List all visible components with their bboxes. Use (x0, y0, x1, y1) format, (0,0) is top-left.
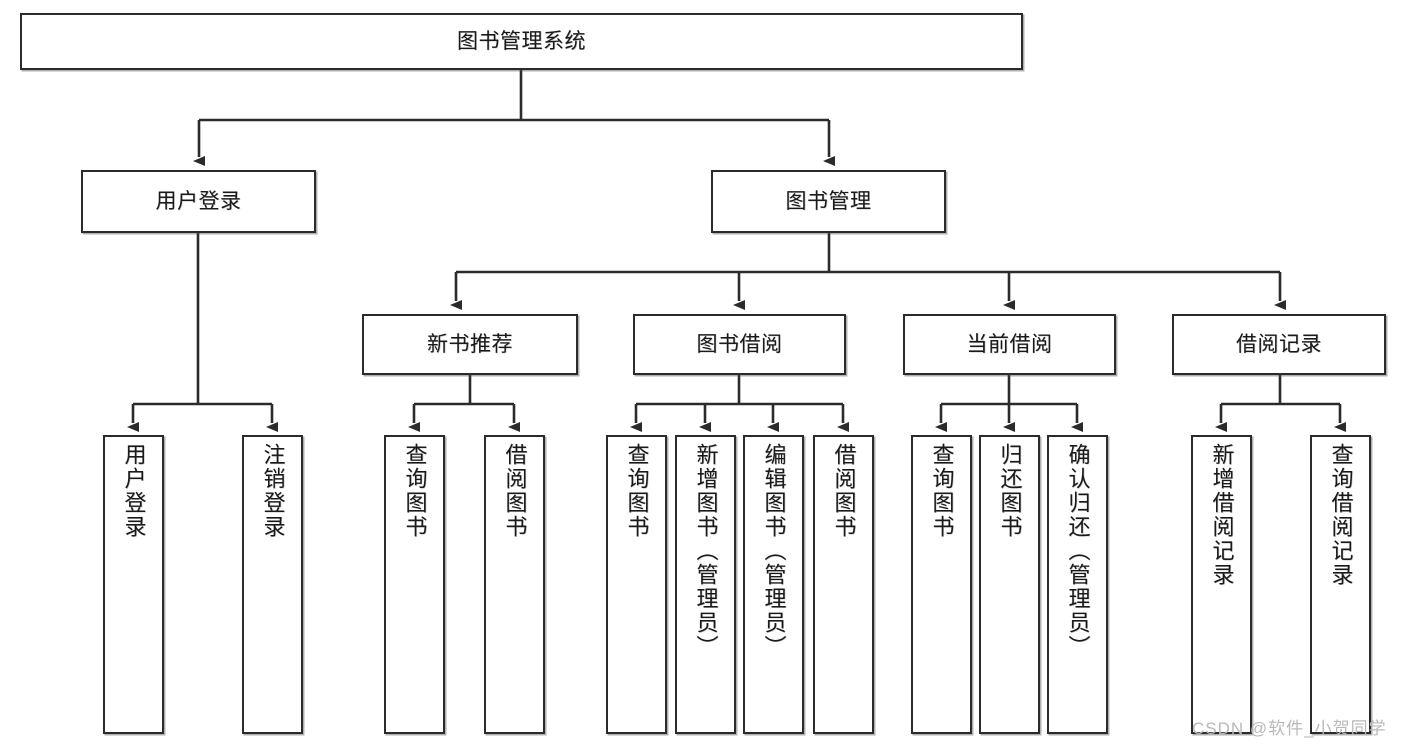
node-label: 注销登录 (260, 443, 286, 539)
node-label: 图书管理 (785, 189, 872, 213)
node-label: 用户登录 (155, 189, 242, 213)
csdn-watermark: CSDN @软件_小贺同学 (1192, 714, 1387, 739)
node-label: 归还图书 (997, 443, 1023, 539)
node-label: 查询图书 (624, 443, 650, 539)
node-label: 借阅图书 (831, 443, 857, 539)
leaf-query-borrow-record[interactable]: 查询借阅记录 (1310, 435, 1371, 734)
leaf-add-book-admin[interactable]: 新增图书（管理员） (675, 435, 736, 734)
leaf-query-book-current[interactable]: 查询图书 (911, 435, 972, 734)
node-book-borrow[interactable]: 图书借阅 (633, 314, 846, 375)
leaf-add-borrow-record[interactable]: 新增借阅记录 (1191, 435, 1252, 734)
node-new-book-recommend[interactable]: 新书推荐 (362, 314, 578, 375)
node-label: 新增图书（管理员） (693, 443, 719, 659)
watermark-text: CSDN @软件_小贺同学 (1192, 719, 1387, 738)
leaf-borrow-book-recommend[interactable]: 借阅图书 (484, 435, 545, 734)
node-label: 当前借阅 (966, 332, 1053, 356)
node-label: 新书推荐 (427, 332, 513, 356)
leaf-logout[interactable]: 注销登录 (242, 435, 303, 734)
leaf-confirm-return-admin[interactable]: 确认归还（管理员） (1047, 435, 1108, 734)
node-label: 借阅图书 (502, 443, 528, 539)
node-label: 图书管理系统 (457, 29, 586, 53)
node-label: 编辑图书（管理员） (761, 443, 787, 659)
node-user-login[interactable]: 用户登录 (81, 170, 316, 233)
node-label: 用户登录 (121, 443, 147, 539)
node-label: 新增借阅记录 (1209, 443, 1235, 587)
node-root-system[interactable]: 图书管理系统 (20, 13, 1023, 70)
node-label: 查询借阅记录 (1328, 443, 1354, 587)
node-current-borrow[interactable]: 当前借阅 (903, 314, 1116, 375)
node-label: 查询图书 (929, 443, 955, 539)
node-book-management[interactable]: 图书管理 (711, 170, 946, 233)
node-label: 查询图书 (402, 443, 428, 539)
node-borrow-record[interactable]: 借阅记录 (1172, 314, 1386, 375)
leaf-return-book[interactable]: 归还图书 (979, 435, 1040, 734)
node-label: 确认归还（管理员） (1065, 443, 1091, 659)
leaf-user-login[interactable]: 用户登录 (103, 435, 164, 734)
leaf-edit-book-admin[interactable]: 编辑图书（管理员） (743, 435, 804, 734)
leaf-query-book-recommend[interactable]: 查询图书 (384, 435, 445, 734)
leaf-borrow-book[interactable]: 借阅图书 (813, 435, 874, 734)
leaf-query-book-borrow[interactable]: 查询图书 (606, 435, 667, 734)
node-label: 图书借阅 (696, 332, 783, 356)
node-label: 借阅记录 (1236, 332, 1322, 356)
